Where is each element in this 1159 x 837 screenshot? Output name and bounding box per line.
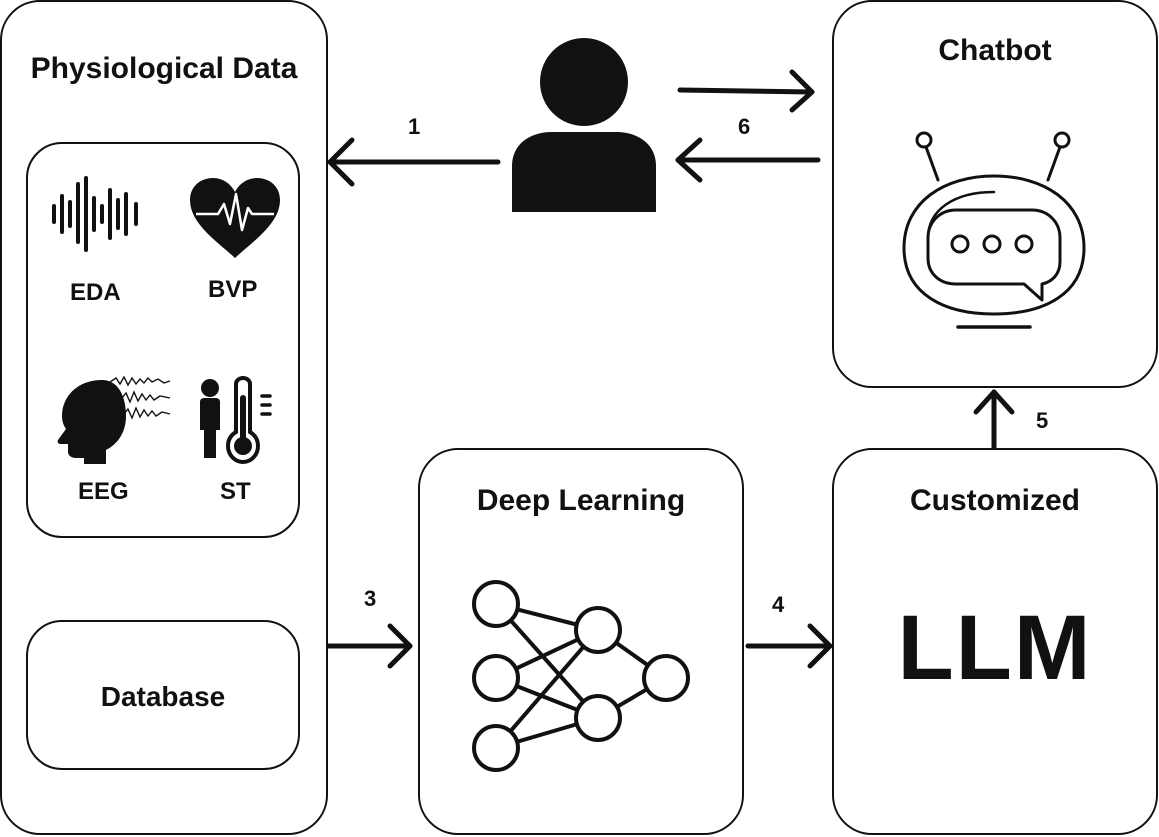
chatbot-title: Chatbot (938, 34, 1052, 67)
customized-llm-box (832, 448, 1158, 835)
arrow-user-to-chatbot (677, 69, 815, 113)
arrow-step-3 (325, 623, 413, 669)
arrow-step-4 (745, 623, 833, 669)
signal-label-eeg: EEG (78, 478, 129, 505)
user-icon (512, 38, 656, 212)
arrow-step-5 (973, 389, 1015, 451)
step-number-4: 4 (772, 592, 785, 617)
step-number-6: 6 (738, 114, 751, 139)
step-number-5: 5 (1036, 408, 1049, 433)
signal-label-st: ST (220, 478, 251, 505)
neural-network-icon (472, 580, 690, 772)
llm-text: LLM (897, 597, 1093, 699)
physiological-data-title: Physiological Data (30, 52, 298, 85)
robot-chat-icon (902, 131, 1086, 329)
arrow-step-1 (327, 137, 501, 187)
head-brainwave-icon (57, 375, 171, 464)
signal-label-bvp: BVP (208, 276, 258, 303)
database-box (26, 620, 300, 770)
signal-label-eda: EDA (70, 279, 121, 306)
sound-wave-icon (52, 176, 138, 252)
arrow-step-6 (675, 137, 821, 183)
person-thermometer-icon (200, 375, 272, 465)
step-number-1: 1 (408, 114, 421, 139)
chatbot-box (832, 0, 1158, 388)
step-number-3: 3 (364, 586, 377, 611)
heart-pulse-icon (190, 178, 280, 258)
deep-learning-title: Deep Learning (476, 484, 686, 517)
customized-title: Customized (909, 484, 1080, 517)
database-label: Database (100, 681, 226, 712)
